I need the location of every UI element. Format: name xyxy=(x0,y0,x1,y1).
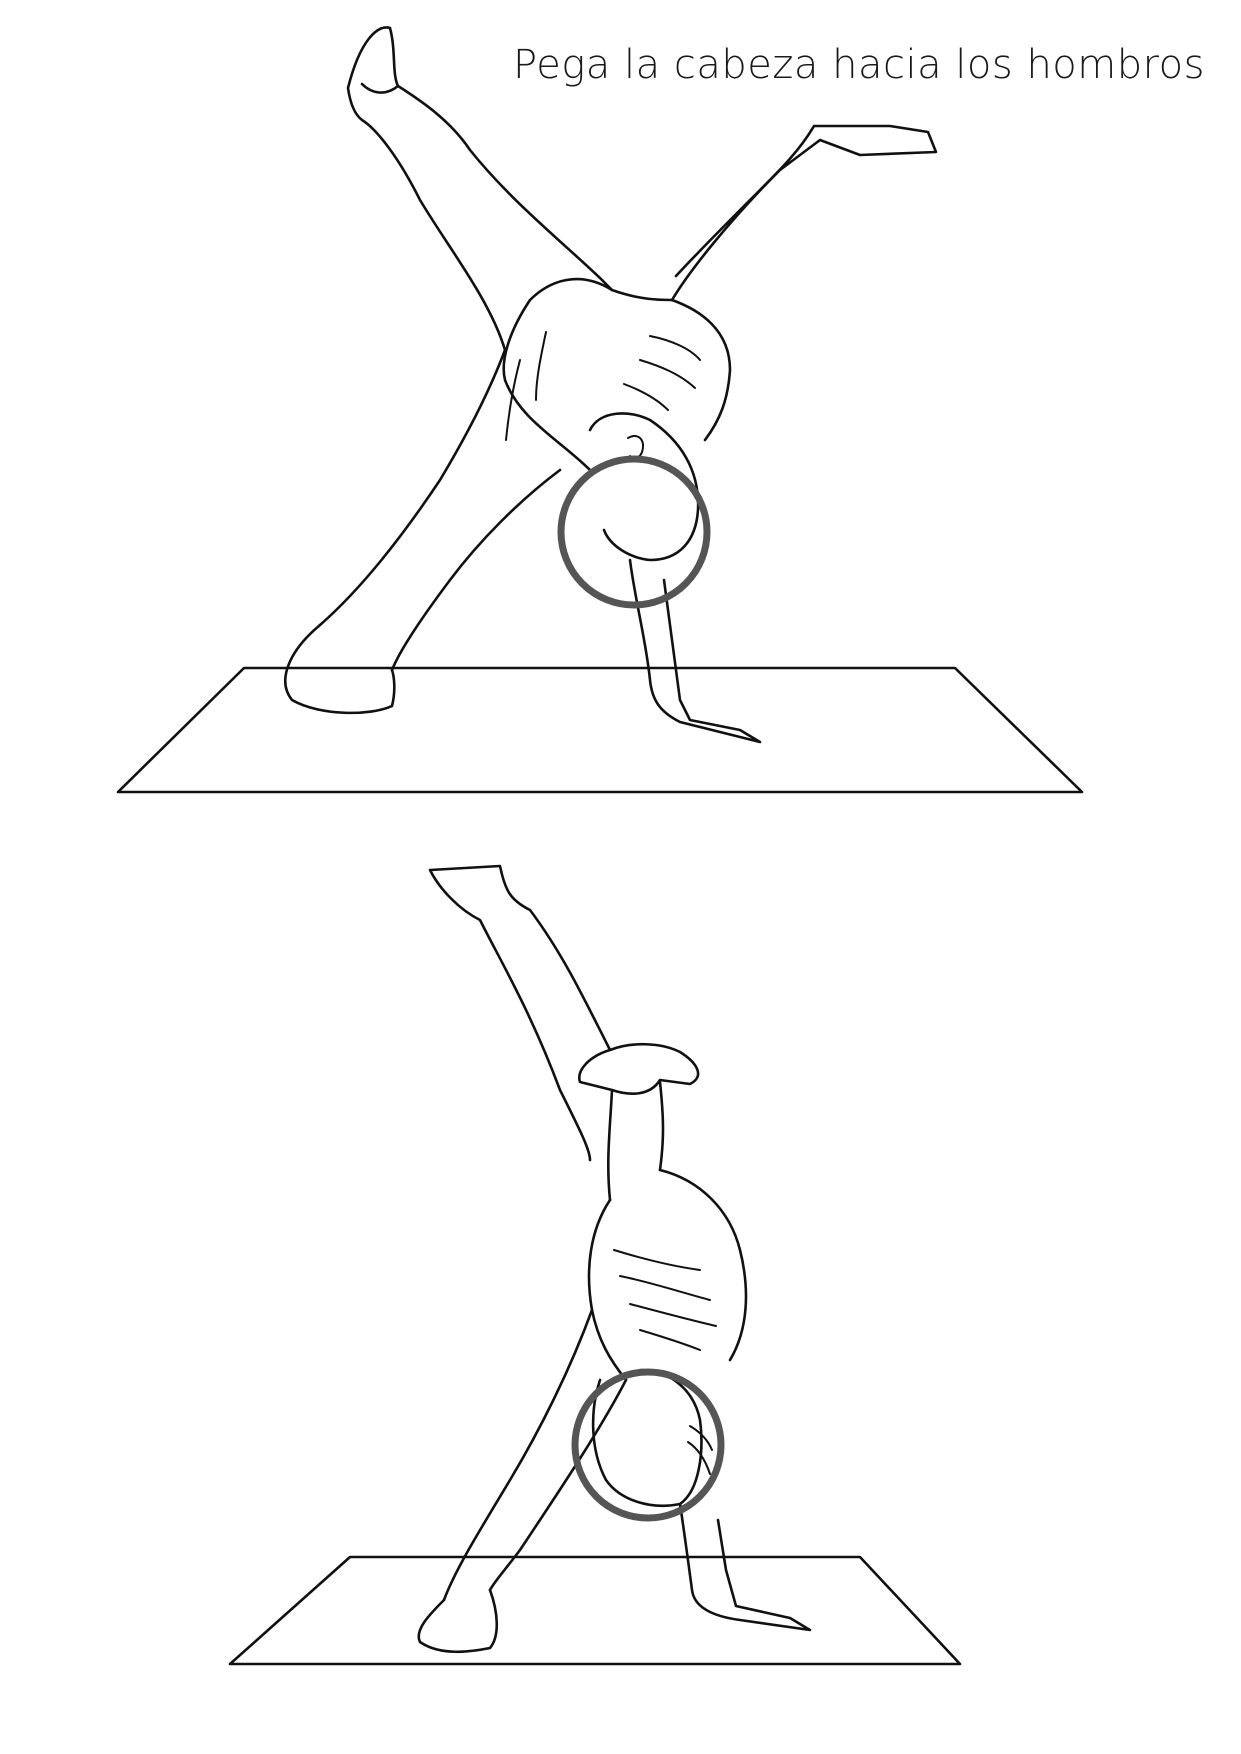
raised-leg xyxy=(428,864,612,1162)
head-highlight-circle xyxy=(557,455,711,609)
cartwheel-phase-one-illustration xyxy=(116,26,1084,794)
supporting-leg xyxy=(318,348,562,672)
supporting-foot xyxy=(284,623,396,715)
supporting-arm xyxy=(678,1502,812,1632)
yoga-mat xyxy=(228,1555,962,1666)
head xyxy=(588,412,700,562)
upper-right-leg xyxy=(670,124,938,302)
supporting-leg xyxy=(442,1308,628,1602)
upper-hand xyxy=(578,1042,700,1095)
instruction-caption: Pega la cabeza hacia los hombros xyxy=(513,42,1205,88)
torso xyxy=(587,1168,748,1382)
raised-leg xyxy=(346,26,614,352)
supporting-foot xyxy=(417,1588,499,1654)
figure-cartwheel-phase-two xyxy=(0,830,1241,1754)
ear xyxy=(627,434,644,460)
hair-lines xyxy=(687,1425,713,1475)
torso xyxy=(502,277,732,472)
supporting-arm xyxy=(628,558,762,744)
raised-foot xyxy=(360,82,400,94)
upper-arm xyxy=(607,1080,665,1202)
shirt-folds xyxy=(613,1249,717,1351)
yoga-mat xyxy=(116,666,1084,794)
head xyxy=(591,1368,703,1508)
figure-cartwheel-phase-one xyxy=(0,0,1241,820)
cartwheel-phase-two-illustration xyxy=(228,864,962,1666)
shirt-folds xyxy=(505,331,701,441)
head-highlight-circle xyxy=(571,1368,725,1522)
